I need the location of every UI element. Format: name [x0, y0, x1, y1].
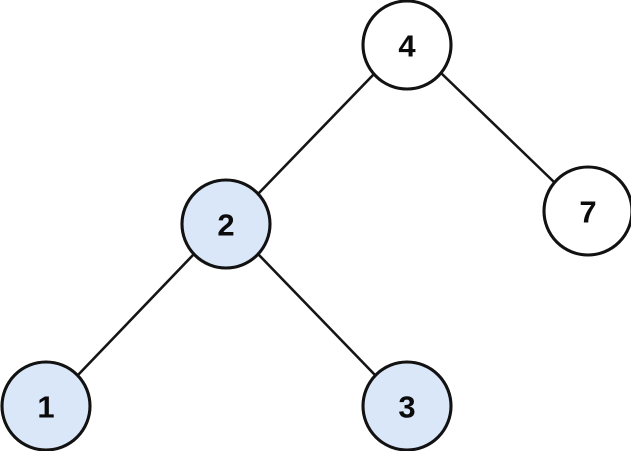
tree-node-left[interactable]: 2 [180, 178, 272, 270]
node-circle-root[interactable] [361, 0, 453, 91]
node-label-left-left: 1 [37, 390, 54, 425]
tree-node-left-right[interactable]: 3 [361, 360, 453, 451]
node-label-right: 7 [579, 195, 596, 230]
edge-left-to-left-right [256, 252, 377, 377]
edge-root-to-right [439, 71, 556, 184]
edge-left-to-left-left [76, 252, 196, 377]
node-label-left-right: 3 [398, 390, 415, 425]
edge-group [76, 71, 556, 377]
tree-node-right[interactable]: 7 [542, 165, 631, 257]
node-circle-left-left[interactable] [0, 360, 92, 451]
edge-root-to-left [256, 72, 376, 196]
node-circle-right[interactable] [542, 165, 631, 257]
tree-node-left-left[interactable]: 1 [0, 360, 92, 451]
node-circle-left[interactable] [180, 178, 272, 270]
node-circle-left-right[interactable] [361, 360, 453, 451]
node-label-left: 2 [217, 208, 234, 243]
tree-node-root[interactable]: 4 [361, 0, 453, 91]
node-label-root: 4 [398, 29, 416, 64]
